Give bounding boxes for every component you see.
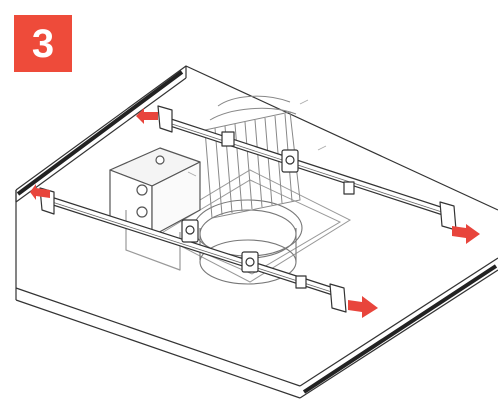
hanger-bar-front (39, 187, 347, 313)
detail-marks (187, 99, 327, 177)
junction-box (109, 147, 201, 271)
ceiling-panel (15, 65, 498, 399)
panel-front-edge (302, 264, 498, 394)
hanger-bar-rear (157, 105, 457, 231)
panel-back-edge (16, 70, 184, 196)
arrow-rear-left (136, 108, 158, 124)
arrow-front-left (30, 184, 50, 200)
mounting-plate (148, 169, 352, 283)
arrow-front-right (348, 296, 378, 318)
step-number-badge: 3 (14, 15, 72, 72)
arrow-rear-right (452, 224, 480, 244)
